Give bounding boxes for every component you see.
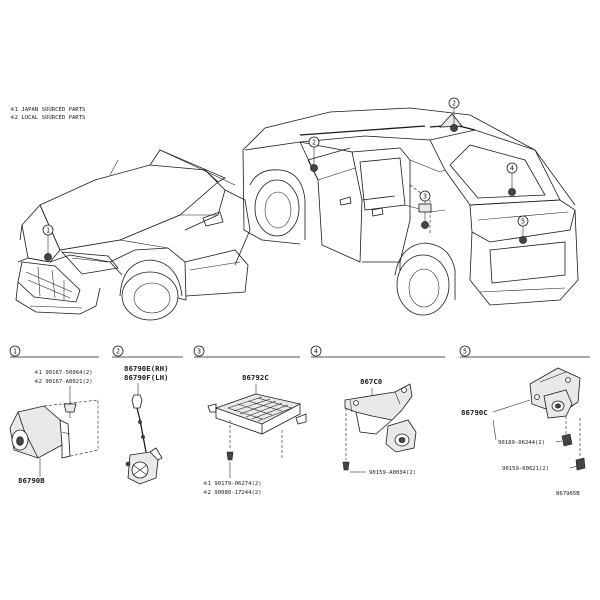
callout-5-label: 5: [521, 218, 525, 226]
section-3-number: 3: [197, 348, 201, 356]
section-3-screw: [226, 451, 234, 461]
section-2-part-lh: 86790F(LH): [124, 373, 169, 382]
section-5-screw: [575, 457, 586, 471]
section-headers: 1 2 3 4 5: [9, 345, 590, 358]
callout-2-top-label: 2: [452, 100, 456, 108]
section-2-number: 2: [116, 348, 120, 356]
section-3-part-b: ※2 90080-17244(2): [203, 489, 262, 496]
callout-3-label: 3: [423, 193, 427, 201]
callout-4-marker: [508, 188, 516, 196]
front-vehicle-illustration: [15, 149, 251, 321]
section-4-number: 4: [314, 348, 318, 356]
section-5-part-a: 90189-06244(2): [498, 440, 545, 446]
section-1-screw: [63, 403, 77, 413]
section-5-clip: [561, 433, 573, 447]
section-2-part-rh: 86790E(RH): [124, 364, 169, 373]
section-4: 867C0 90159-A0034(2): [342, 377, 417, 476]
section-2-connector: [131, 394, 143, 409]
section-3-part-main: 86792C: [242, 373, 269, 382]
section-1-part-b: ※2 90167-A0021(2): [34, 378, 93, 385]
section-4-screw: [342, 461, 350, 471]
callout-4-bubble: [506, 162, 518, 174]
callout-2-side-marker: [310, 164, 318, 172]
callout-5-bubble: [517, 215, 529, 227]
callout-3-bubble: [419, 190, 431, 202]
section-5-part-main: 86790C: [461, 408, 488, 417]
section-2: 86790E(RH) 86790F(LH): [124, 364, 169, 485]
section-5: 86790C 90189-06244(2) 90159-60621(2): [461, 367, 586, 472]
callout-5-marker: [519, 236, 527, 244]
section-3: 86792C ※1 90179-06274(2) ※2 90080-17244(…: [203, 373, 307, 496]
callout-4-label: 4: [510, 165, 514, 173]
vehicle-callouts: 1 2 2 4 5 3: [42, 97, 529, 261]
callout-3-marker: [421, 221, 429, 229]
section-4-part-main: 867C0: [360, 377, 382, 386]
callout-2-top-bubble: [448, 97, 460, 109]
diagram-code: 867965B: [556, 491, 580, 497]
callout-2-side-label: 2: [312, 139, 316, 147]
section-5-number: 5: [463, 348, 467, 356]
section-1: ※1 90167-50064(2) ※2 90167-A0021(2) 8679…: [9, 369, 99, 485]
section-5-part-b: 90159-60621(2): [502, 466, 549, 472]
callout-1-marker: [44, 253, 52, 261]
legend-local-sourced: ※2 LOCAL SOURCED PARTS: [10, 114, 85, 121]
callout-3-part: [418, 203, 432, 213]
rear-vehicle-illustration: [242, 107, 579, 316]
section-1-number: 1: [13, 348, 17, 356]
section-3-part-a: ※1 90179-06274(2): [203, 480, 262, 487]
callout-1-bubble: [42, 224, 54, 236]
section-1-part-a: ※1 90167-50064(2): [34, 369, 93, 376]
callout-2-top-marker: [450, 124, 458, 132]
callout-2-side-bubble: [308, 136, 320, 148]
callout-1-label: 1: [46, 227, 50, 235]
section-1-part-main: 86790B: [18, 476, 45, 485]
section-4-part-a: 90159-A0034(2): [369, 470, 416, 476]
legend-japan-sourced: ※1 JAPAN SOURCED PARTS: [10, 106, 85, 113]
